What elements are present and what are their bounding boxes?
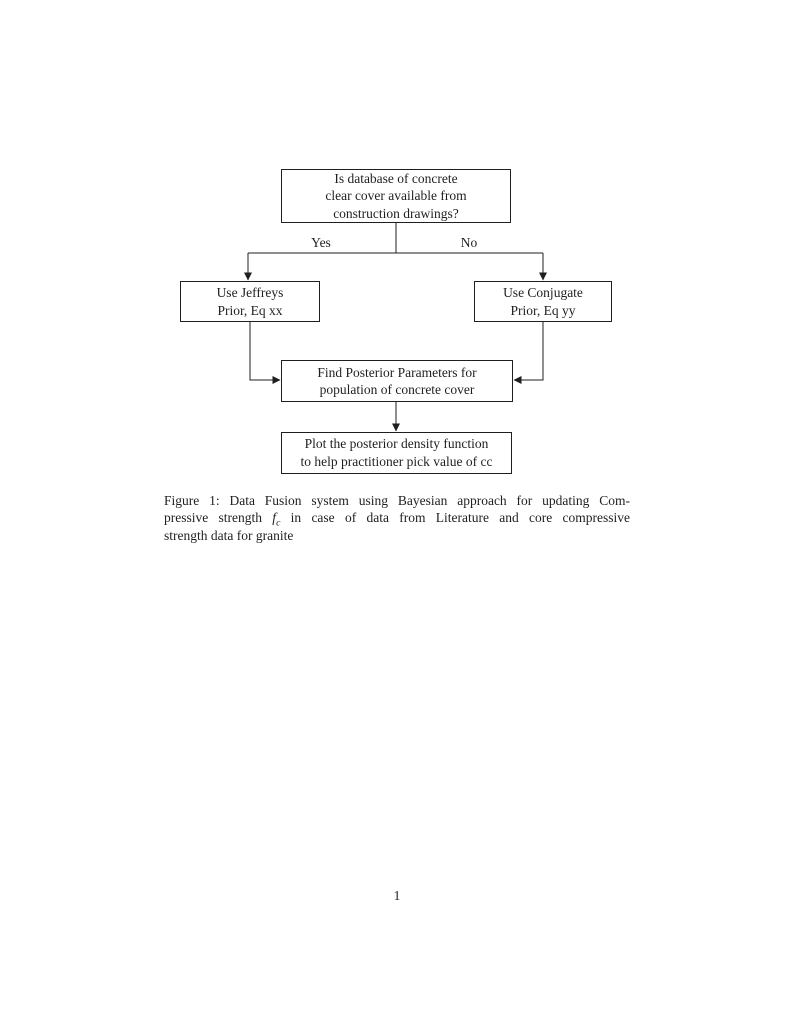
flowchart-jeffreys-prior-box: Use Jeffreys Prior, Eq xx — [180, 281, 320, 322]
connector-conjugate-to-posterior — [513, 322, 544, 384]
math-fc-symbol: fc — [272, 510, 281, 529]
flowchart-decision-box: Is database of concrete clear cover avai… — [281, 169, 511, 223]
caption-line-3: strength data for granite — [164, 527, 294, 543]
branch-label-no: No — [460, 235, 478, 250]
flowchart-conjugate-prior-box: Use Conjugate Prior, Eq yy — [474, 281, 612, 322]
branch-label-yes: Yes — [311, 235, 331, 250]
page-number: 1 — [393, 888, 401, 903]
flowchart-posterior-parameters-box: Find Posterior Parameters for population… — [281, 360, 513, 402]
caption-line-2: pressive strength fc in case of data fro… — [164, 510, 631, 529]
connector-jeffreys-to-posterior — [249, 322, 281, 384]
caption-line-1: Figure 1: Data Fusion system using Bayes… — [164, 493, 630, 508]
flowchart-plot-density-box: Plot the posterior density function to h… — [281, 432, 512, 474]
figure-caption: Figure 1: Data Fusion system using Bayes… — [164, 492, 630, 544]
